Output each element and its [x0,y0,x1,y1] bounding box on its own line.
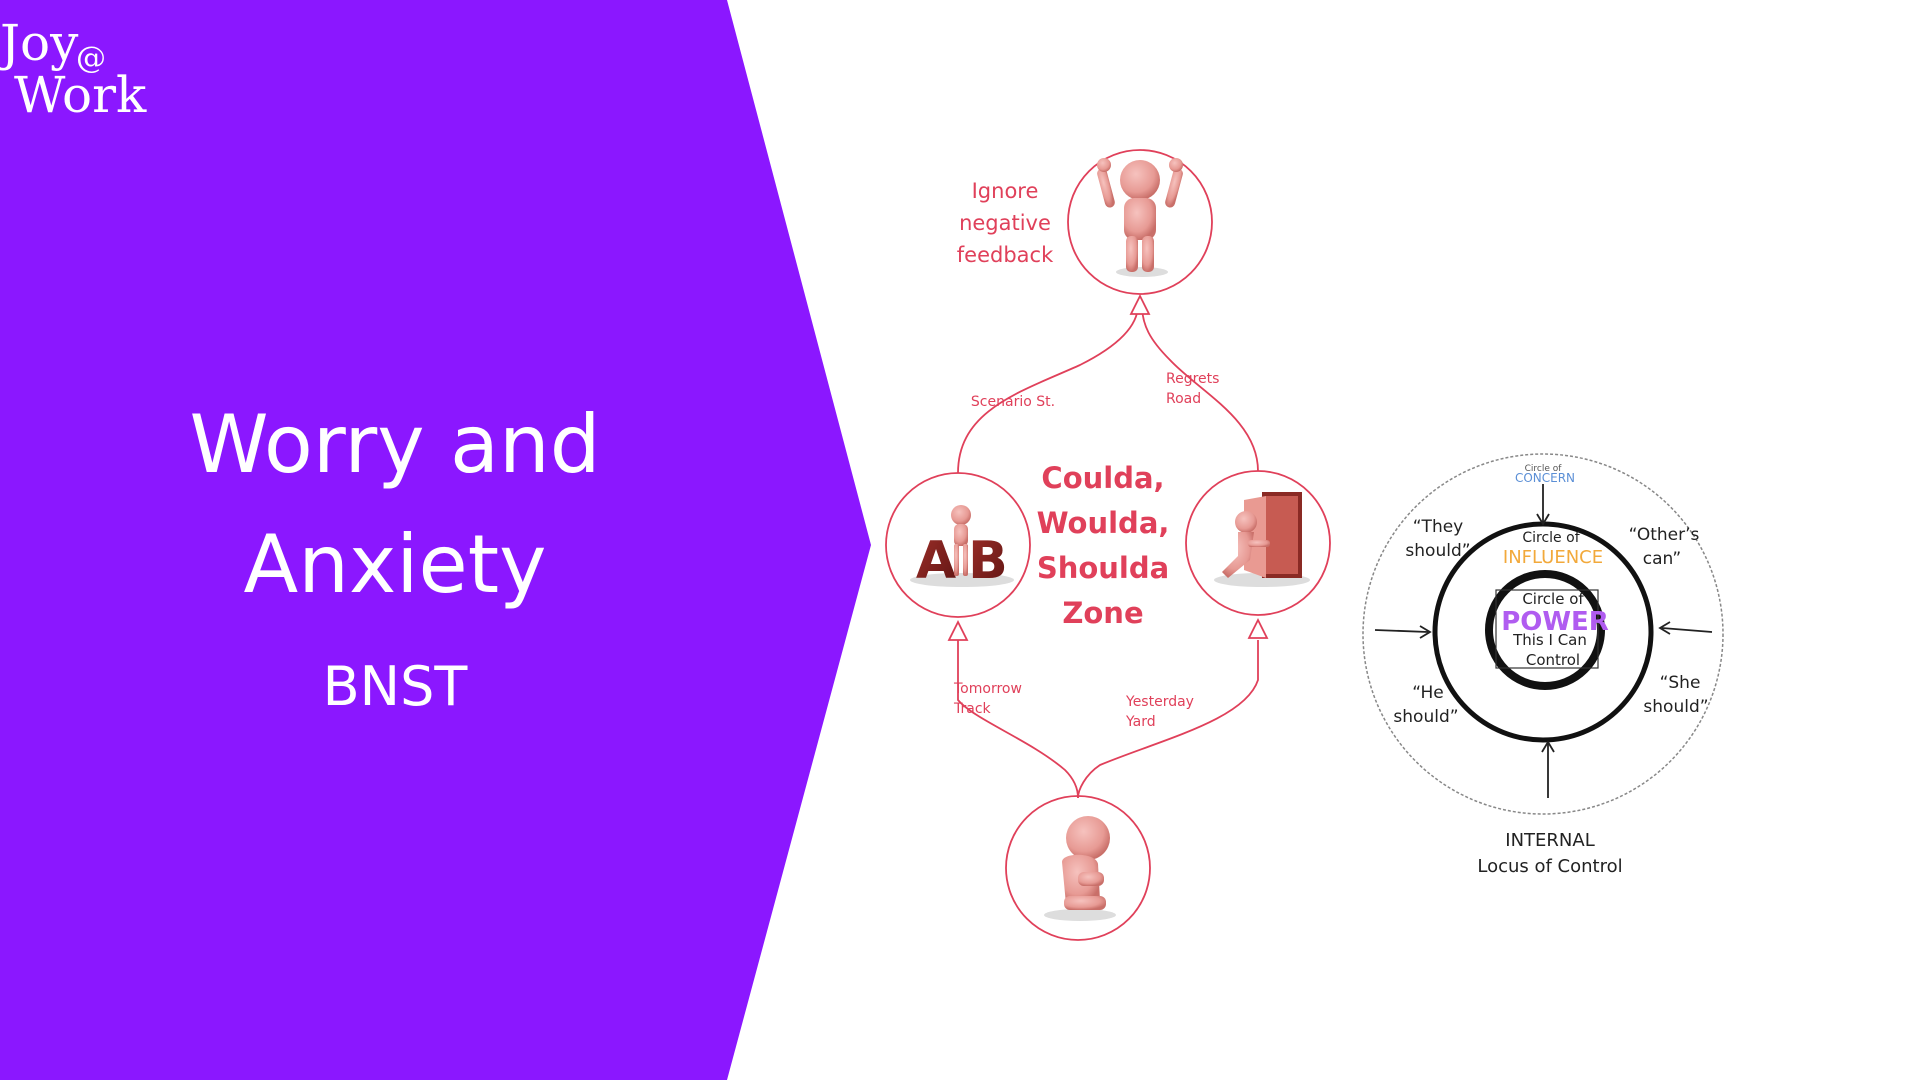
left-arrowhead [947,619,969,641]
title-panel [0,0,871,1080]
scenario-path-curve [957,304,1139,474]
slide-subtitle: BNST [322,655,468,718]
regrets-path-curve [1141,304,1259,472]
logo-joy-text: Joy [0,14,79,72]
top-label-line-1: Ignore [972,179,1039,203]
ab-letter-b: B [968,531,1008,591]
power-label-line-1: Circle of [1522,590,1584,608]
ab-letter-a: A [916,531,956,591]
right-arrowhead [1247,617,1269,639]
he-label-line-1: “He [1412,683,1444,703]
she-label-line-1: “She [1660,673,1701,693]
top-label-line-2: negative [959,211,1051,235]
figure-sitting-icon [1044,816,1116,921]
power-box [1495,589,1599,669]
locus-diagram: Circle of CONCERN Circle of INFLUENCE Ci… [1362,453,1724,877]
yesterday-label-line-2: Yard [1125,714,1156,730]
center-line-3: Shoulda [1037,551,1169,585]
tomorrow-path-curve [957,640,1079,799]
regrets-label-line-1: Regrets [1166,371,1219,387]
concern-label-line-2: CONCERN [1515,471,1575,485]
figure-hands-up-icon [1097,158,1183,277]
scenario-label: Scenario St. [971,394,1055,410]
caption-line-1: INTERNAL [1505,830,1594,851]
others-label-line-2: can” [1643,549,1681,569]
caption-line-2: Locus of Control [1477,856,1622,877]
yesterday-path-curve [1077,640,1259,799]
power-label-line-4: Control [1526,651,1580,669]
regrets-label-line-2: Road [1166,391,1201,407]
slide-title: Worry and Anxiety [130,385,660,625]
power-circle [1485,570,1605,690]
yesterday-label-line-1: Yesterday [1125,694,1194,710]
logo-work-text: Work [14,66,147,124]
concern-label-line-1: Circle of [1525,464,1563,474]
concern-circle [1362,453,1724,815]
center-line-2: Woulda, [1037,506,1170,540]
figure-door-icon [1214,492,1310,587]
he-label-line-2: should” [1393,707,1458,727]
title-line-2: Anxiety [243,518,547,611]
they-label-line-1: “They [1413,517,1464,537]
top-label-line-3: feedback [957,243,1054,267]
tomorrow-label-line-1: Tomorrow [953,681,1022,697]
top-arrowhead [1129,293,1151,315]
cycle-diagram [885,149,1331,941]
she-label-line-2: should” [1643,697,1708,717]
center-line-4: Zone [1062,596,1143,630]
others-label-line-1: “Other’s [1629,525,1700,545]
they-label-line-2: should” [1405,541,1470,561]
logo-at-symbol: @ [76,41,106,76]
power-label-line-3: This I Can [1512,631,1587,649]
title-line-1: Worry and [189,398,601,491]
tomorrow-label-line-2: Track [953,701,992,717]
influence-label-line-1: Circle of [1522,530,1580,546]
influence-label-line-2: INFLUENCE [1503,547,1603,568]
center-line-1: Coulda, [1041,461,1164,495]
figure-ab-blocks-icon: A B [910,505,1014,591]
power-label-line-2: POWER [1501,607,1609,637]
